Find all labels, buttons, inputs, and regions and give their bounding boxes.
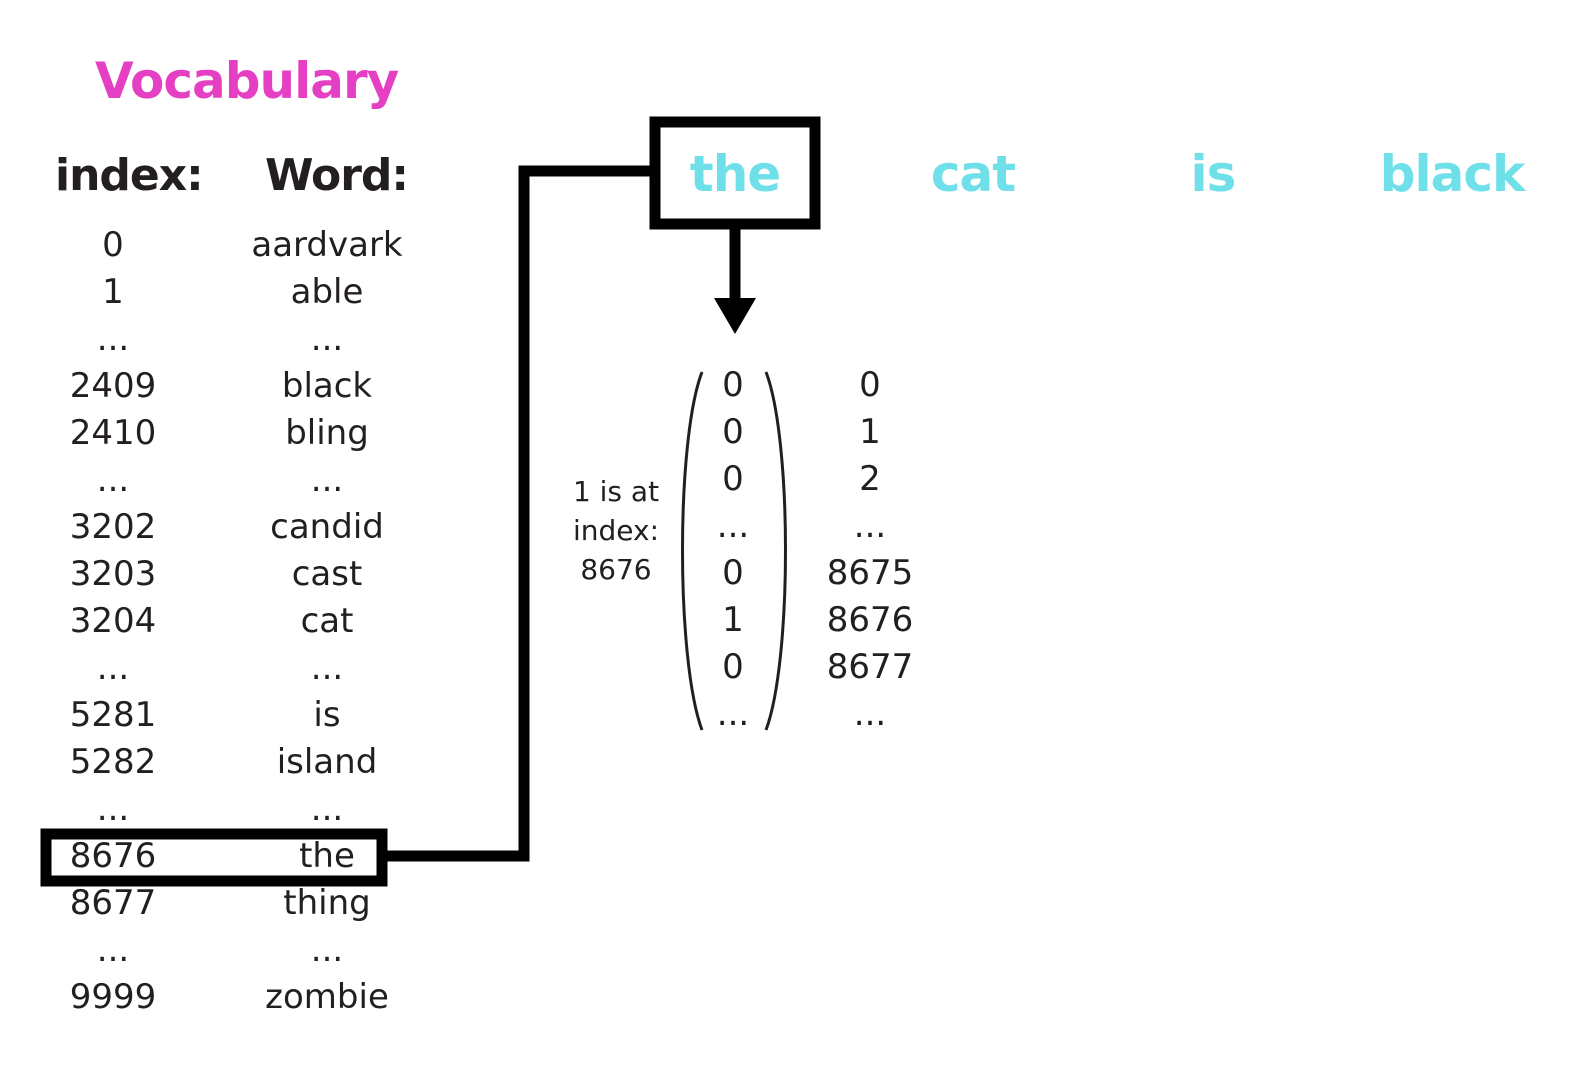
vocabulary-row: 9999 zombie [40, 974, 389, 1021]
vocabulary-index: 0 [102, 225, 124, 265]
vocabulary-row-highlighted: 8676 the [40, 833, 388, 880]
sentence-word-cat: cat [930, 145, 1016, 203]
vocabulary-index: 2410 [69, 413, 157, 453]
vocabulary-word: ... [310, 648, 344, 688]
one-hot-note: 1 is at index: 8676 [560, 472, 672, 589]
vocabulary-index: 9999 [69, 977, 157, 1017]
vector-index: 8676 [826, 600, 914, 640]
vocabulary-word: ... [310, 319, 344, 359]
vector-value: 0 [722, 553, 744, 593]
vocabulary-index: 5281 [69, 695, 157, 735]
vocabulary-row: ...... [40, 786, 388, 833]
vocabulary-word: cat [300, 601, 354, 641]
vocabulary-index: ... [96, 648, 130, 688]
index-column-header: index: [55, 150, 204, 201]
vector-left-bracket [681, 371, 704, 731]
sentence-word-the: the [689, 145, 781, 203]
vocabulary-word: black [281, 366, 373, 406]
vocabulary-row: ...... [40, 645, 388, 692]
vocabulary-word: bling [285, 413, 369, 453]
vocabulary-word: island [276, 742, 378, 782]
vocabulary-row: 8677 thing [40, 880, 388, 927]
vocabulary-row: ...... [40, 457, 388, 504]
note-line: index: [572, 514, 660, 547]
vocabulary-row: 3202 candid [40, 504, 388, 551]
vector-index: 1 [859, 412, 881, 452]
vocabulary-index: ... [96, 460, 130, 500]
vector-right-bracket [764, 371, 787, 731]
word-column-header: Word: [265, 150, 409, 201]
vocabulary-index: 8676 [69, 836, 157, 876]
vector-index: 2 [859, 459, 881, 499]
vocabulary-word: the [299, 836, 355, 876]
vocabulary-row: 5282 island [40, 739, 388, 786]
vector-value: 1 [722, 600, 744, 640]
down-arrow-head [714, 298, 756, 334]
vocabulary-word: cast [291, 554, 363, 594]
vocabulary-index: ... [96, 789, 130, 829]
vocabulary-index: 3203 [69, 554, 157, 594]
vector-value: 0 [722, 365, 744, 405]
vocabulary-index: 1 [102, 272, 124, 312]
vector-index: 0 [859, 365, 881, 405]
vocabulary-index: 3204 [69, 601, 157, 641]
vocabulary-row: 0 aardvark [40, 222, 402, 269]
connector-line [382, 165, 655, 862]
sentence-word-black: black [1379, 145, 1526, 203]
note-line: 8676 [580, 553, 652, 586]
vocabulary-index: 2409 [69, 366, 157, 406]
vocabulary-row: ...... [40, 316, 388, 363]
one-hot-vector-values: 0 0 0... 0 1 0... [688, 362, 778, 738]
vector-value: 0 [722, 647, 744, 687]
vocabulary-title: Vocabulary [95, 52, 399, 110]
vocabulary-row: 3203 cast [40, 551, 388, 598]
vector-index: 8677 [826, 647, 914, 687]
vocabulary-row: ...... [40, 927, 388, 974]
vocabulary-word: able [290, 272, 364, 312]
vocabulary-row: 2409 black [40, 363, 388, 410]
vector-index: ... [853, 694, 887, 734]
vector-index: 8675 [826, 553, 914, 593]
vocabulary-index: 5282 [69, 742, 157, 782]
vocabulary-word: is [313, 695, 341, 735]
vector-value: 0 [722, 412, 744, 452]
one-hot-vector-indices: 0 1 2... 8675 8676 8677... [825, 362, 915, 738]
vector-index: ... [853, 506, 887, 546]
vocabulary-word: candid [270, 507, 384, 547]
vocabulary-row: 5281 is [40, 692, 388, 739]
vocabulary-index: ... [96, 930, 130, 970]
vocabulary-index: ... [96, 319, 130, 359]
vocabulary-word: ... [310, 460, 344, 500]
note-line: 1 is at [572, 475, 660, 508]
vocabulary-index: 3202 [69, 507, 157, 547]
vocabulary-row: 3204 cat [40, 598, 388, 645]
vocabulary-word: thing [283, 883, 371, 923]
vector-value: 0 [722, 459, 744, 499]
vocabulary-word: ... [310, 930, 344, 970]
vocabulary-word: zombie [265, 977, 389, 1017]
vocabulary-row: 1 able [40, 269, 388, 316]
vocabulary-word: ... [310, 789, 344, 829]
vocabulary-row: 2410 bling [40, 410, 388, 457]
vector-value: ... [716, 694, 750, 734]
vocabulary-word: aardvark [251, 225, 403, 265]
vocabulary-index: 8677 [69, 883, 157, 923]
sentence-word-is: is [1190, 145, 1237, 203]
vector-value: ... [716, 506, 750, 546]
